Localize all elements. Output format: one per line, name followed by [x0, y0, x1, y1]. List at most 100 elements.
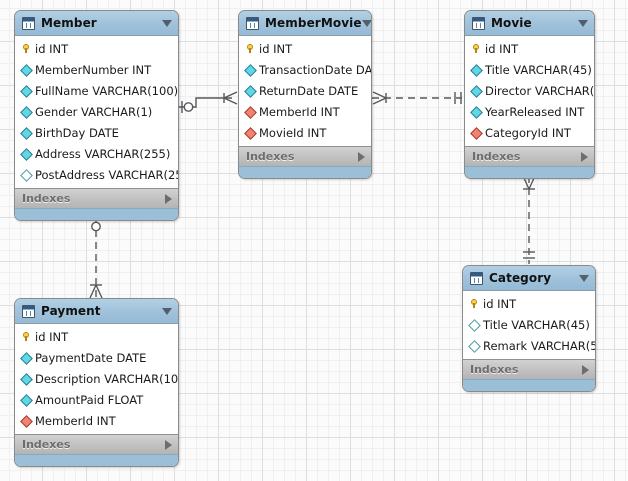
column-row[interactable]: Gender VARCHAR(1) [15, 101, 178, 122]
column-row[interactable]: Title VARCHAR(45) [463, 314, 595, 335]
column-row[interactable]: id INT [15, 326, 178, 347]
relationship-member-payment[interactable] [89, 218, 103, 299]
entity-name-member: Member [41, 16, 97, 30]
column-list-membermovie: id INT TransactionDate DATE ReturnDate DAT… [239, 36, 371, 146]
table-icon [22, 304, 35, 318]
diamond-icon [471, 85, 482, 96]
column-row[interactable]: Address VARCHAR(255) [15, 143, 178, 164]
entity-name-payment: Payment [41, 304, 101, 318]
indexes-bar-category[interactable]: Indexes [463, 359, 595, 379]
entity-footer-category [463, 379, 595, 391]
diamond-icon [21, 148, 32, 159]
column-row[interactable]: PaymentDate DATE [15, 347, 178, 368]
column-label: Title VARCHAR(45) [483, 317, 590, 332]
indexes-label: Indexes [470, 363, 519, 376]
column-label: TransactionDate DATE [259, 62, 372, 77]
entity-table-category[interactable]: Category id INT Title VARCHAR(45) Remark VA… [462, 265, 596, 392]
column-row[interactable]: CategoryId INT [465, 122, 594, 143]
entity-title-bar-movie[interactable]: Movie [465, 11, 594, 36]
diamond-icon [21, 64, 32, 75]
entity-title-bar-member[interactable]: Member [15, 11, 178, 36]
chevron-down-icon[interactable] [578, 19, 588, 27]
column-label: CategoryId INT [485, 125, 571, 140]
column-row[interactable]: Remark VARCHAR(500) [463, 335, 595, 356]
indexes-bar-membermovie[interactable]: Indexes [239, 146, 371, 166]
diamond-icon [245, 64, 256, 75]
indexes-label: Indexes [246, 150, 295, 163]
column-row[interactable]: TransactionDate DATE [239, 59, 371, 80]
chevron-right-icon[interactable] [581, 151, 588, 162]
entity-footer-payment [15, 454, 178, 466]
column-label: ReturnDate DATE [259, 83, 359, 98]
chevron-down-icon[interactable] [162, 307, 172, 315]
column-label: id INT [35, 41, 69, 56]
column-row[interactable]: BirthDay DATE [15, 122, 178, 143]
chevron-down-icon[interactable] [162, 19, 172, 27]
column-row[interactable]: id INT [463, 293, 595, 314]
table-icon [472, 16, 485, 30]
diamond-red-icon [245, 127, 256, 138]
diamond-outline-icon [469, 319, 480, 330]
indexes-bar-member[interactable]: Indexes [15, 188, 178, 208]
column-row[interactable]: Title VARCHAR(45) [465, 59, 594, 80]
chevron-right-icon[interactable] [358, 151, 365, 162]
chevron-right-icon[interactable] [165, 193, 172, 204]
key-icon [21, 43, 32, 54]
column-label: id INT [259, 41, 293, 56]
column-label: id INT [485, 41, 519, 56]
column-label: Address VARCHAR(255) [35, 146, 171, 161]
chevron-down-icon[interactable] [361, 19, 371, 27]
entity-table-payment[interactable]: Payment id INT PaymentDate DATE Description… [14, 298, 179, 467]
column-label: PostAddress VARCHAR(255) [35, 167, 179, 182]
column-list-payment: id INT PaymentDate DATE Description VARCHA… [15, 324, 178, 434]
column-row[interactable]: Director VARCHAR(45) [465, 80, 594, 101]
diamond-icon [21, 394, 32, 405]
column-row[interactable]: ReturnDate DATE [239, 80, 371, 101]
chevron-right-icon[interactable] [165, 439, 172, 450]
table-icon [470, 271, 483, 285]
indexes-bar-movie[interactable]: Indexes [465, 146, 594, 166]
column-row[interactable]: id INT [465, 38, 594, 59]
entity-title-bar-payment[interactable]: Payment [15, 299, 178, 324]
entity-title-bar-membermovie[interactable]: MemberMovie [239, 11, 371, 36]
column-row[interactable]: MemberNumber INT [15, 59, 178, 80]
column-row[interactable]: MemberId INT [239, 101, 371, 122]
relationship-member-membermovie[interactable] [179, 91, 238, 113]
column-label: PaymentDate DATE [35, 350, 147, 365]
column-row[interactable]: MovieId INT [239, 122, 371, 143]
diamond-red-icon [471, 127, 482, 138]
column-row[interactable]: id INT [239, 38, 371, 59]
entity-name-category: Category [489, 271, 552, 285]
column-label: MovieId INT [259, 125, 327, 140]
column-label: Gender VARCHAR(1) [35, 104, 153, 119]
column-label: Director VARCHAR(45) [485, 83, 595, 98]
chevron-right-icon[interactable] [582, 364, 589, 375]
key-icon [245, 43, 256, 54]
column-row[interactable]: FullName VARCHAR(100) [15, 80, 178, 101]
chevron-down-icon[interactable] [579, 274, 589, 282]
entity-title-bar-category[interactable]: Category [463, 266, 595, 291]
entity-table-membermovie[interactable]: MemberMovie id INT TransactionDate DATE Ret… [238, 10, 372, 179]
key-icon [469, 298, 480, 309]
column-label: YearReleased INT [485, 104, 585, 119]
column-row[interactable]: PostAddress VARCHAR(255) [15, 164, 178, 185]
relationship-membermovie-movie[interactable] [372, 91, 462, 105]
diamond-outline-icon [469, 340, 480, 351]
table-icon [22, 16, 35, 30]
column-row[interactable]: Description VARCHAR(100) [15, 368, 178, 389]
entity-table-movie[interactable]: Movie id INT Title VARCHAR(45) Director VAR… [464, 10, 595, 179]
entity-name-membermovie: MemberMovie [265, 16, 362, 30]
relationship-movie-category[interactable] [522, 175, 536, 264]
column-label: MemberId INT [259, 104, 340, 119]
column-row[interactable]: YearReleased INT [465, 101, 594, 122]
column-label: Title VARCHAR(45) [485, 62, 592, 77]
entity-name-movie: Movie [491, 16, 532, 30]
column-row[interactable]: id INT [15, 38, 178, 59]
column-row[interactable]: AmountPaid FLOAT [15, 389, 178, 410]
indexes-bar-payment[interactable]: Indexes [15, 434, 178, 454]
diamond-icon [21, 106, 32, 117]
column-row[interactable]: MemberId INT [15, 410, 178, 431]
column-label: BirthDay DATE [35, 125, 119, 140]
